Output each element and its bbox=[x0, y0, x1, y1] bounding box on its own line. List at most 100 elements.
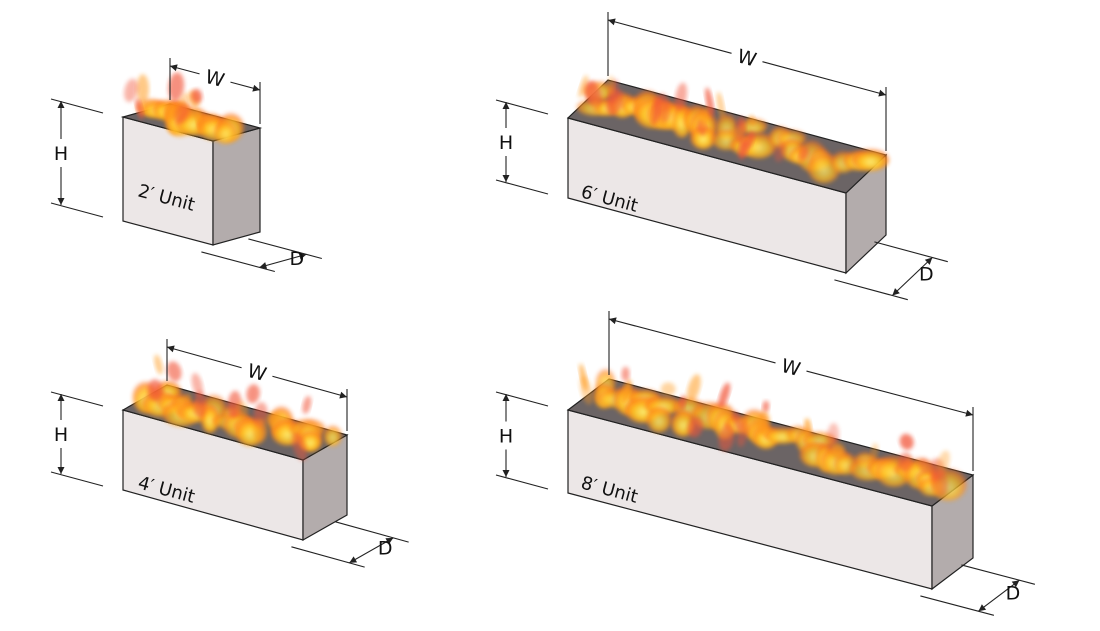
unit-2ft-side-face bbox=[212, 127, 261, 246]
flame-wisp bbox=[718, 382, 731, 409]
width-arrow-end bbox=[252, 84, 260, 92]
depth-arrow-end bbox=[385, 537, 394, 545]
depth-arrow-start bbox=[259, 262, 268, 269]
width-label: W bbox=[735, 45, 759, 71]
unit-2ft-flames bbox=[124, 72, 244, 144]
unit-2ft-height-dimension: H bbox=[50, 98, 104, 218]
flame-wisp bbox=[737, 419, 749, 448]
flame-wisp bbox=[897, 452, 912, 472]
flame-glow bbox=[852, 148, 889, 172]
depth-extension-back bbox=[961, 564, 1036, 585]
flame-wisp bbox=[174, 104, 189, 124]
depth-label: D bbox=[1006, 583, 1021, 605]
height-arrow-end bbox=[57, 198, 65, 205]
width-line-b bbox=[762, 61, 887, 96]
flame-wisp bbox=[586, 82, 598, 105]
width-arrow-start bbox=[609, 317, 617, 325]
flame-wisp bbox=[136, 74, 149, 104]
width-label: W bbox=[245, 360, 269, 386]
width-line-a bbox=[608, 318, 776, 364]
flame-wisp bbox=[731, 127, 745, 140]
flame-wisp bbox=[291, 432, 307, 461]
flame-wisp bbox=[124, 78, 138, 103]
depth-line bbox=[978, 579, 1020, 612]
height-extension-bottom bbox=[495, 179, 549, 195]
flame-wisp bbox=[799, 146, 809, 161]
depth-extension-front bbox=[201, 251, 275, 273]
height-label: H bbox=[54, 143, 68, 165]
flame-glow bbox=[690, 124, 716, 150]
width-arrow-start bbox=[167, 345, 175, 353]
width-arrow-end bbox=[965, 409, 973, 417]
height-extension-top bbox=[495, 99, 549, 115]
width-line-b bbox=[806, 370, 974, 416]
flame-wisp bbox=[738, 139, 749, 160]
depth-arrow-start bbox=[892, 288, 900, 296]
height-extension-bottom bbox=[50, 471, 104, 487]
width-arrow-start bbox=[170, 64, 178, 72]
width-line-a bbox=[166, 346, 242, 369]
flame-wisp bbox=[660, 382, 676, 396]
height-arrow-start bbox=[502, 102, 510, 109]
depth-extension-front bbox=[920, 595, 995, 616]
unit-6ft-flames bbox=[576, 75, 889, 184]
unit-4ft-depth-dimension: D bbox=[291, 521, 409, 568]
flame-wisp bbox=[578, 75, 589, 98]
flame-wisp bbox=[154, 354, 163, 375]
height-arrow-end bbox=[502, 470, 510, 477]
flame-glow bbox=[646, 405, 672, 433]
flame-wisp bbox=[918, 458, 930, 473]
height-extension-top bbox=[495, 391, 549, 407]
flame-wisp bbox=[756, 411, 770, 435]
width-arrow-end bbox=[339, 391, 347, 399]
flame-wisp bbox=[762, 400, 770, 413]
unit-2ft-depth-dimension: D bbox=[201, 238, 322, 273]
height-arrow-start bbox=[57, 101, 65, 108]
flame-wisp bbox=[716, 92, 725, 120]
height-extension-top bbox=[50, 98, 104, 114]
flame-wisp bbox=[175, 400, 186, 419]
depth-extension-front bbox=[834, 279, 908, 301]
depth-label: D bbox=[919, 264, 934, 286]
flame-wisp bbox=[748, 115, 757, 127]
flame-wisp bbox=[163, 105, 175, 119]
height-arrow-end bbox=[57, 467, 65, 474]
flame-wisp bbox=[168, 72, 185, 101]
depth-line bbox=[891, 257, 933, 296]
flame-wisp bbox=[774, 142, 786, 162]
flame-wisp bbox=[194, 109, 204, 133]
height-extension-bottom bbox=[50, 202, 104, 218]
flame-wisp bbox=[579, 375, 593, 405]
flame-wisp bbox=[191, 372, 203, 397]
height-arrow-start bbox=[502, 394, 510, 401]
flame-wisp bbox=[705, 87, 714, 117]
depth-line bbox=[259, 253, 307, 268]
width-label: W bbox=[779, 355, 803, 381]
flame-wisp bbox=[804, 418, 812, 436]
flame-wisp bbox=[135, 98, 144, 120]
depth-extension-back bbox=[335, 521, 409, 543]
unit-8ft-width-dimension: W bbox=[608, 311, 974, 471]
flame-wisp bbox=[830, 443, 845, 458]
depth-arrow-start bbox=[978, 604, 987, 612]
flame-wisp bbox=[870, 443, 879, 461]
flame-glow bbox=[213, 119, 237, 144]
flame-wisp bbox=[147, 379, 164, 402]
height-label: H bbox=[499, 132, 513, 154]
height-label: H bbox=[54, 424, 68, 446]
height-extension-bottom bbox=[495, 474, 549, 490]
depth-arrow-end bbox=[1011, 580, 1020, 588]
unit-6ft-width-dimension: W bbox=[607, 12, 887, 151]
flame-glow bbox=[201, 403, 220, 433]
flame-wisp bbox=[718, 423, 735, 452]
flame-wisp bbox=[899, 433, 914, 450]
unit-8ft-depth-dimension: D bbox=[920, 564, 1036, 616]
height-extension-top bbox=[50, 391, 104, 407]
width-label: W bbox=[203, 66, 227, 92]
flame-wisp bbox=[266, 412, 282, 427]
flame-wisp bbox=[183, 393, 192, 407]
depth-arrow-start bbox=[349, 556, 358, 563]
